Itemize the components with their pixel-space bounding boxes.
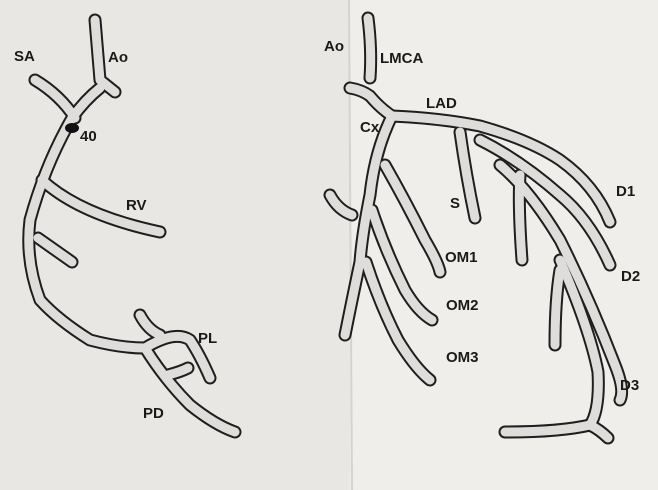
label-d2: D2	[621, 268, 640, 285]
label-sa: SA	[14, 48, 35, 65]
label-pd: PD	[143, 405, 164, 422]
label-s: S	[450, 195, 460, 212]
label-pl: PL	[198, 330, 217, 347]
label-d1: D1	[616, 183, 635, 200]
label-om1: OM1	[445, 249, 478, 266]
label-d3: D3	[620, 377, 639, 394]
label-lad: LAD	[426, 95, 457, 112]
label-lmca: LMCA	[380, 50, 423, 67]
label-stenosis-percent: 40	[80, 128, 97, 145]
label-ao-right: Ao	[108, 49, 128, 66]
label-om3: OM3	[446, 349, 479, 366]
label-om2: OM2	[446, 297, 479, 314]
paper-right-panel	[350, 0, 658, 490]
stenosis-mark	[65, 123, 79, 133]
label-ao-left: Ao	[324, 38, 344, 55]
label-rv: RV	[126, 197, 147, 214]
label-cx: Cx	[360, 119, 380, 136]
